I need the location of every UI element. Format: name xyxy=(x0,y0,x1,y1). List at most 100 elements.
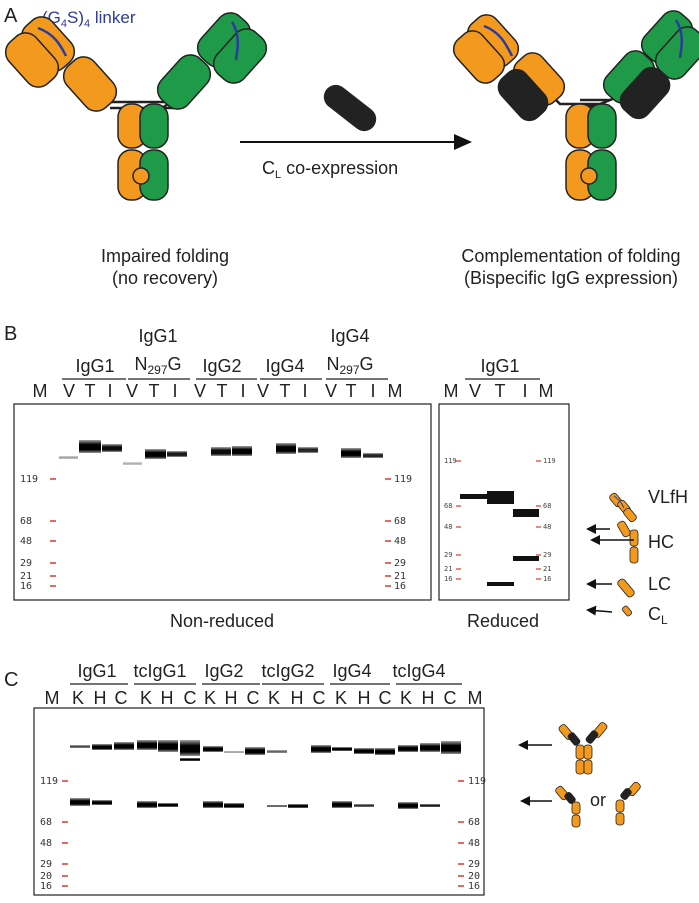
legend-cl: CL xyxy=(621,604,668,627)
gel-band xyxy=(203,801,223,808)
gel-band xyxy=(158,803,178,807)
gel-band xyxy=(180,758,200,761)
gel-band xyxy=(354,748,374,754)
gel-band xyxy=(487,582,514,586)
lane-label: V xyxy=(126,381,138,401)
lane-label: T xyxy=(280,381,291,401)
gel-band xyxy=(211,447,231,456)
marker-label: 21 xyxy=(543,565,551,573)
group-header: IgG2 xyxy=(204,661,243,681)
marker-label: 20 xyxy=(468,871,480,882)
antibody-complemented xyxy=(452,10,699,201)
gel-band xyxy=(59,456,78,459)
gel-band xyxy=(441,741,461,754)
gel-band xyxy=(92,744,112,750)
panel-c-letter: C xyxy=(4,669,18,691)
gel-band xyxy=(398,745,418,752)
lane-label: M xyxy=(33,381,48,401)
marker-label: 21 xyxy=(394,571,406,582)
group-header: tcIgG2 xyxy=(261,661,314,681)
antibody-impaired xyxy=(4,12,268,201)
marker-label: 29 xyxy=(40,859,52,870)
gel-band xyxy=(354,804,374,807)
gel-nonreduced xyxy=(13,403,432,601)
gel-band xyxy=(102,444,122,452)
lane-label: K xyxy=(72,688,84,708)
caption-nonreduced: Non-reduced xyxy=(170,611,274,631)
gel-band xyxy=(375,748,395,755)
gel-band xyxy=(224,751,244,753)
arrow-cl xyxy=(586,605,613,616)
gel-band xyxy=(460,494,487,499)
lane-label: T xyxy=(217,381,228,401)
lane-label: K xyxy=(204,688,216,708)
gel-band xyxy=(267,805,287,807)
lane-label: H xyxy=(94,688,107,708)
lane-label: T xyxy=(85,381,96,401)
gel-band xyxy=(363,453,383,458)
marker-label: 48 xyxy=(543,523,551,531)
marker-label: 68 xyxy=(394,516,406,527)
marker-label: 29 xyxy=(444,551,452,559)
legend-hc: HC xyxy=(617,520,674,564)
marker-label: 68 xyxy=(444,502,452,510)
cl-domain-icon xyxy=(323,84,377,132)
left-caption-line2: (no recovery) xyxy=(112,268,218,288)
gel-band xyxy=(513,509,539,517)
lane-label: I xyxy=(240,381,245,401)
marker-label: 29 xyxy=(394,558,406,569)
lane-label: T xyxy=(346,381,357,401)
gel-band xyxy=(288,804,308,808)
marker-label: 21 xyxy=(444,565,452,573)
gel-band xyxy=(70,798,90,806)
gel-band xyxy=(267,750,287,753)
group-header: N297G xyxy=(326,354,373,377)
gel-band xyxy=(298,447,318,453)
marker-label: 48 xyxy=(468,838,480,849)
gel-band xyxy=(332,747,352,751)
gel-band xyxy=(420,804,440,807)
lane-label: M xyxy=(45,688,60,708)
marker-label: 16 xyxy=(394,581,406,592)
right-caption-line2: (Bispecific IgG expression) xyxy=(464,268,678,288)
lane-label: C xyxy=(184,688,197,708)
group-header: IgG1 xyxy=(75,356,114,376)
marker-label: 29 xyxy=(543,551,551,559)
marker-label: 119 xyxy=(543,457,556,465)
marker-label: 119 xyxy=(394,474,412,485)
right-caption-line1: Complementation of folding xyxy=(461,246,680,266)
lane-label: C xyxy=(115,688,128,708)
gel-band xyxy=(341,448,361,458)
gel-band xyxy=(145,449,166,459)
legend-lc: LC xyxy=(617,574,671,598)
group-header: tcIgG4 xyxy=(392,661,445,681)
lane-label: M xyxy=(444,381,459,401)
marker-label: 119 xyxy=(40,776,58,787)
gel-band xyxy=(92,800,112,805)
group-header: IgG1 xyxy=(480,356,519,376)
group-header: IgG4 xyxy=(332,661,371,681)
group-header: N297G xyxy=(134,354,181,377)
gel-band xyxy=(123,462,142,465)
gel-band xyxy=(332,801,352,808)
marker-label: 29 xyxy=(20,558,32,569)
marker-label: 16 xyxy=(444,575,452,583)
group-header: IgG4 xyxy=(265,356,304,376)
lane-label: V xyxy=(194,381,206,401)
marker-label: 48 xyxy=(444,523,452,531)
gel-band xyxy=(311,745,331,753)
lane-label: I xyxy=(172,381,177,401)
gel-band xyxy=(224,803,244,808)
gel-band xyxy=(513,556,539,561)
group-header: IgG1 xyxy=(138,326,177,346)
panel-a-letter: A xyxy=(4,5,18,27)
gel-band xyxy=(245,747,265,755)
lane-label: C xyxy=(444,688,457,708)
lane-label: C xyxy=(247,688,260,708)
lane-label: K xyxy=(140,688,152,708)
marker-label: 21 xyxy=(20,571,32,582)
marker-label: 48 xyxy=(20,536,32,547)
legend-vlfh: VLfH xyxy=(609,487,688,523)
